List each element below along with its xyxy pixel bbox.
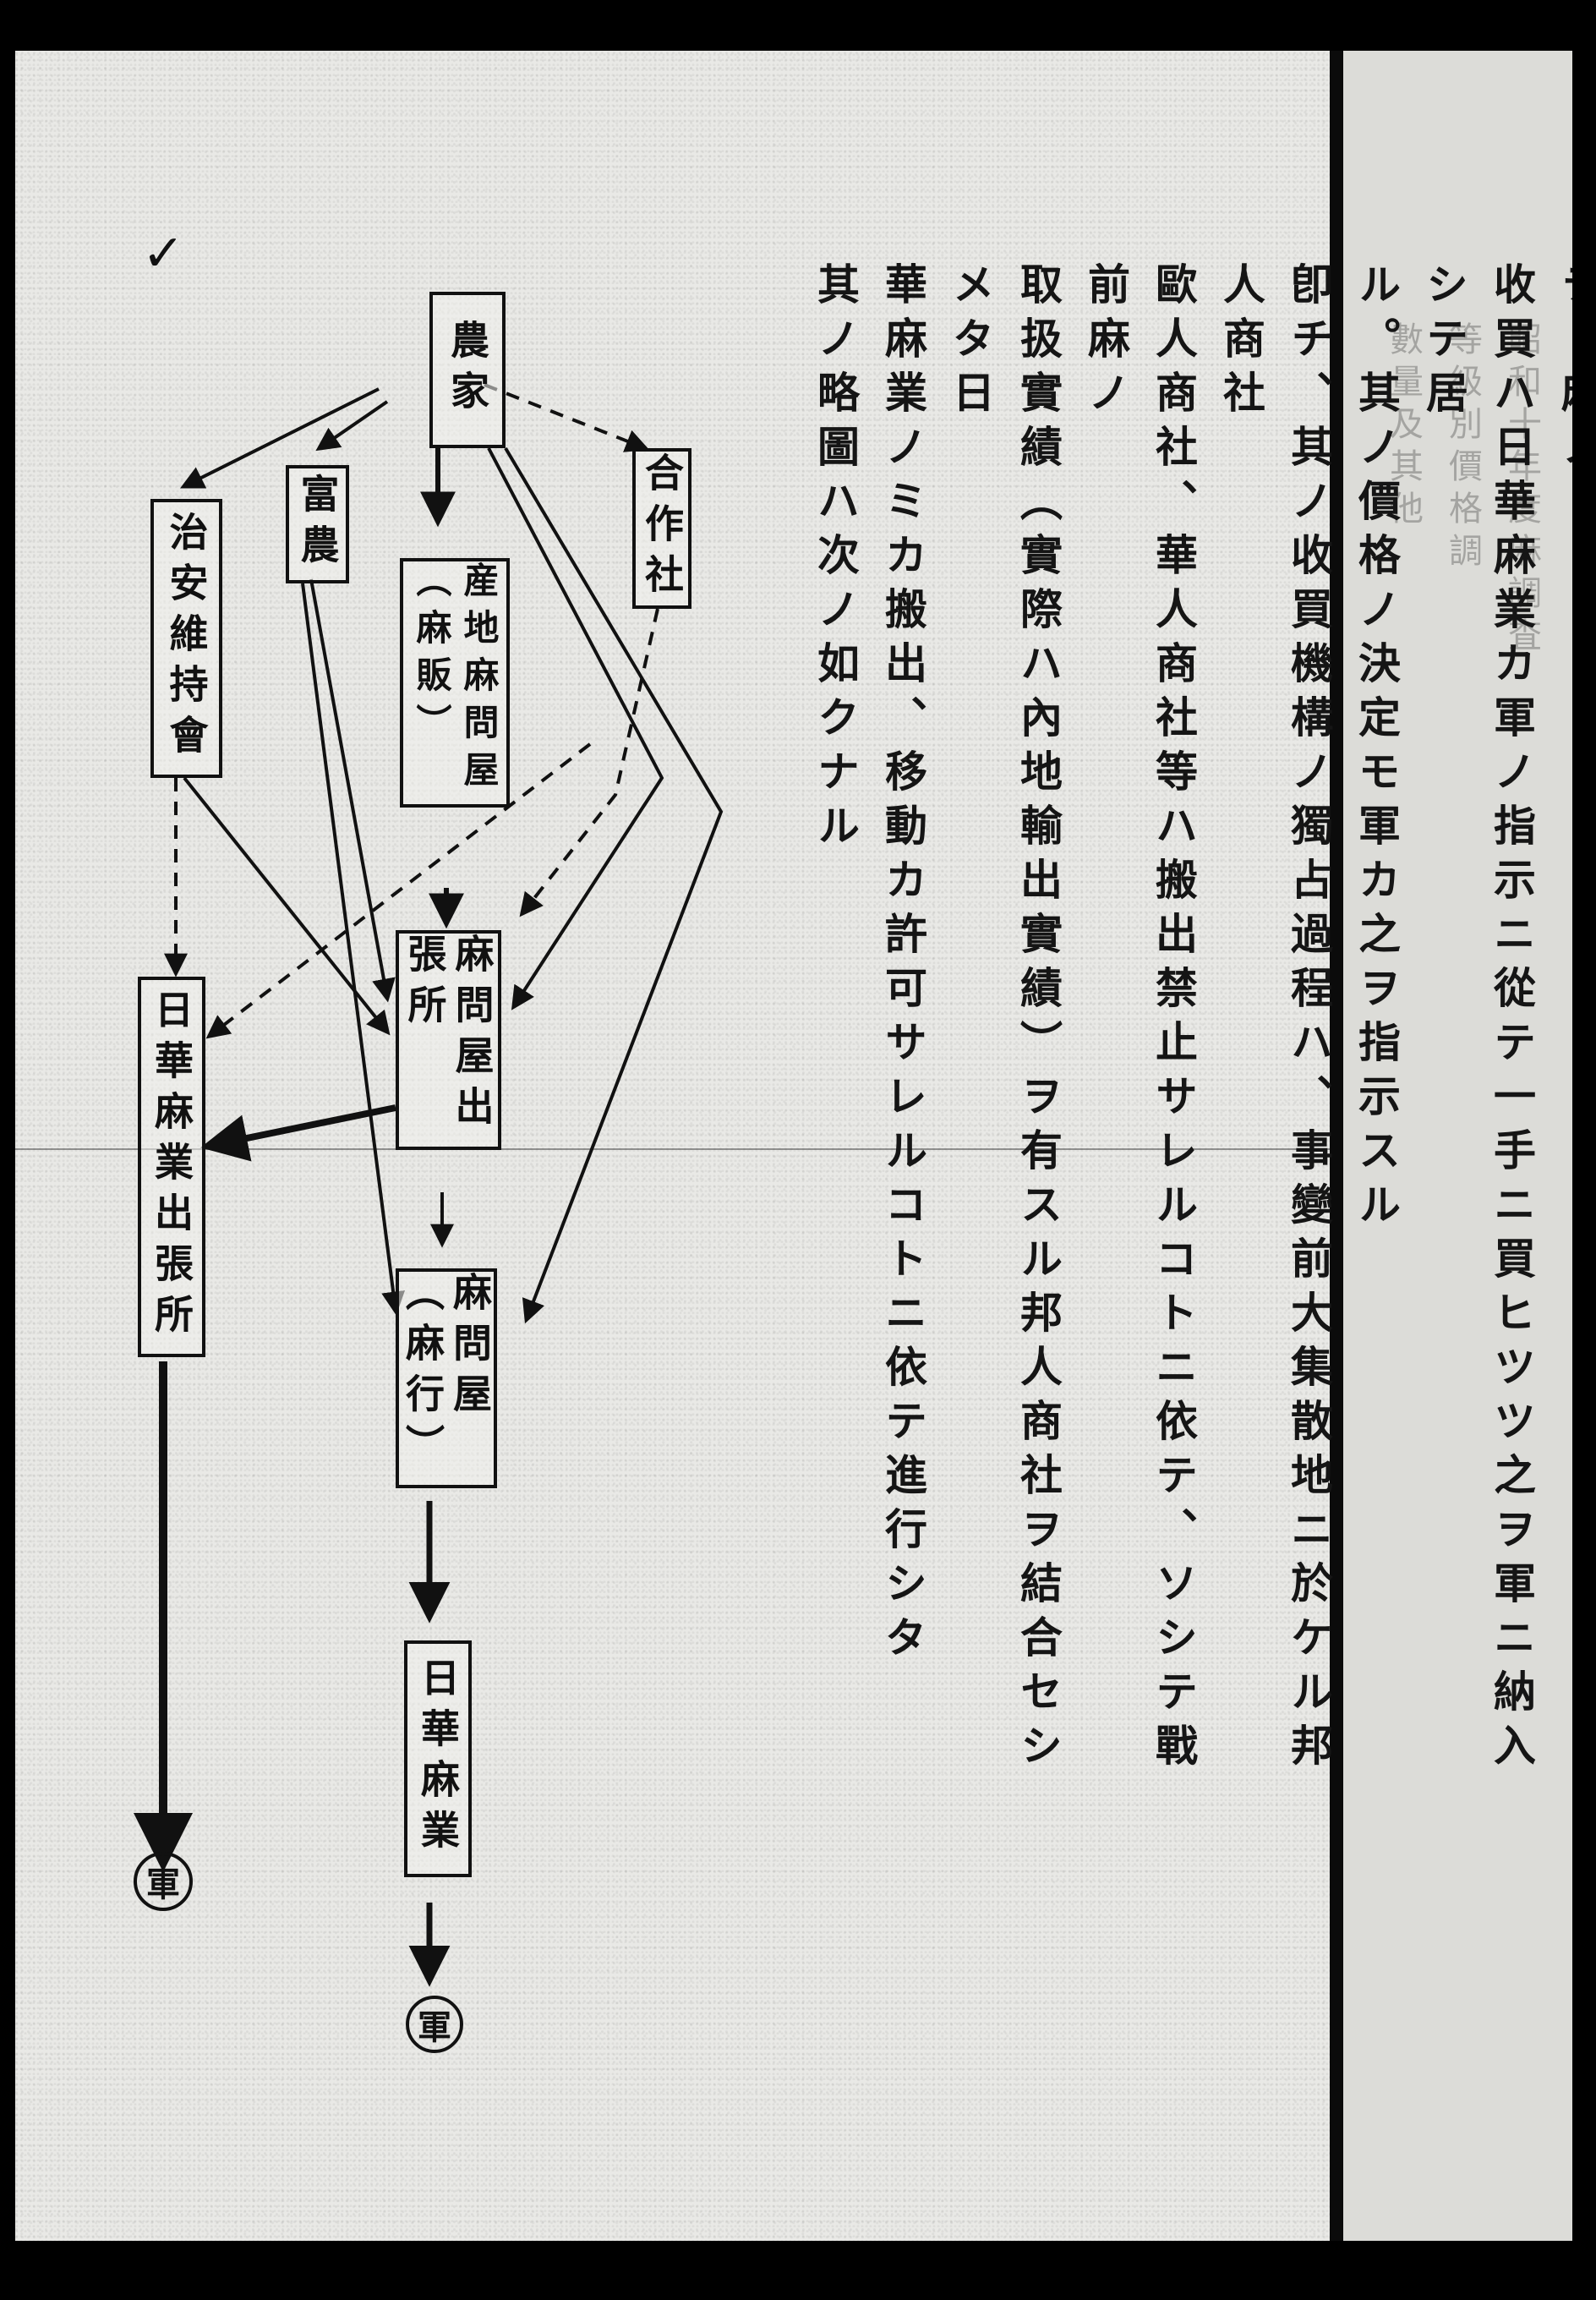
node-army-2: 軍 — [406, 1996, 463, 2053]
check-mark-icon: ✓ — [142, 224, 185, 283]
node-farmer: 農家 — [429, 292, 506, 448]
text-column: 收買ハ日華麻業カ軍ノ指示ニ從テ一手ニ買ヒツツ之ヲ軍ニ納入シテ居 — [1419, 262, 1537, 1777]
document-page: 昭和十年度麻調査 等級別價格調 數量及其他 麻ハ從來日本ニ需要ノ大部分ヲ供給シツ… — [15, 51, 1572, 2241]
node-rich-farmer: 富農 — [286, 465, 349, 583]
arrow-farmer-to-firm — [504, 446, 724, 1324]
vertical-body-text: 麻ハ從來日本ニ需要ノ大部分ヲ供給シツツアツタ事情モアツテ、麻ノ 收買ハ日華麻業カ… — [801, 262, 1572, 1801]
arrow-farmer-to-security — [179, 387, 380, 489]
node-branch-wholesaler: 麻問屋出張所 — [396, 930, 501, 1150]
node-cooperative: 合作社 — [632, 448, 691, 609]
node-army-1: 軍 — [134, 1852, 193, 1911]
arrow-farmer-to-branch — [487, 447, 664, 1010]
text-column: 取扱實績（實際ハ內地輸出實績）ヲ有スル邦人商社ヲ結合セシメタ日 — [946, 262, 1063, 1777]
distribution-diagram: ✓ 農家 富農 合作社 治安維持會 産地麻問屋（麻販） 麻問屋出張所 日華麻業出… — [15, 51, 1572, 2241]
ghost-text-column: 數量及其他 — [1384, 321, 1423, 533]
ghost-text-column: 等級別價格調 — [1443, 321, 1482, 575]
node-nikka-branch: 日華麻業出張所 — [138, 977, 205, 1357]
arrow-richfarmer-to-branch — [309, 578, 396, 1003]
arrow-richfarmer-to-firm — [301, 583, 406, 1316]
arrow-coop-to-branch — [519, 608, 659, 917]
ghost-text-column: 昭和十年度麻調査 — [1502, 321, 1541, 660]
node-wholesaler-firm: 麻問屋（麻行） — [396, 1268, 497, 1488]
diagram-arrows — [134, 383, 724, 1987]
text-column: 卽チ、其ノ收買機構ノ獨占過程ハ、事變前大集散地ニ於ケル邦人商社 — [1216, 262, 1334, 1777]
text-column: 歐人商社、華人商社等ハ搬出禁止サレルコトニ依テ、ソシテ戰前麻ノ — [1081, 262, 1199, 1777]
text-column: 其ノ略圖ハ次ノ如クナル — [811, 262, 861, 857]
arrow-branch-to-nikkabranch — [200, 1104, 396, 1162]
adjacent-page-strip: 昭和十年度麻調査 等級別價格調 數量及其他 — [1343, 51, 1572, 2241]
text-column: 麻ハ從來日本ニ需要ノ大部分ヲ供給シツツアツタ事情モアツテ、麻ノ — [1555, 262, 1572, 479]
text-column: ル。其ノ價格ノ決定モ軍カ之ヲ指示スル — [1352, 262, 1402, 1236]
arrow-coop-to-nikkabranch — [205, 742, 592, 1039]
node-local-wholesaler: 産地麻問屋（麻販） — [400, 558, 510, 808]
node-nikka: 日華麻業 — [404, 1640, 472, 1877]
text-column: 華麻業ノミカ搬出、移動カ許可サレルコトニ依テ進行シタ — [878, 262, 928, 1669]
page-divider-bar — [1330, 51, 1343, 2241]
arrow-farmer-to-coop — [484, 383, 650, 452]
scan-fold-line — [15, 1148, 1572, 1150]
node-security-council: 治安維持會 — [150, 499, 222, 778]
arrow-farmer-to-richfarmer — [315, 400, 389, 452]
